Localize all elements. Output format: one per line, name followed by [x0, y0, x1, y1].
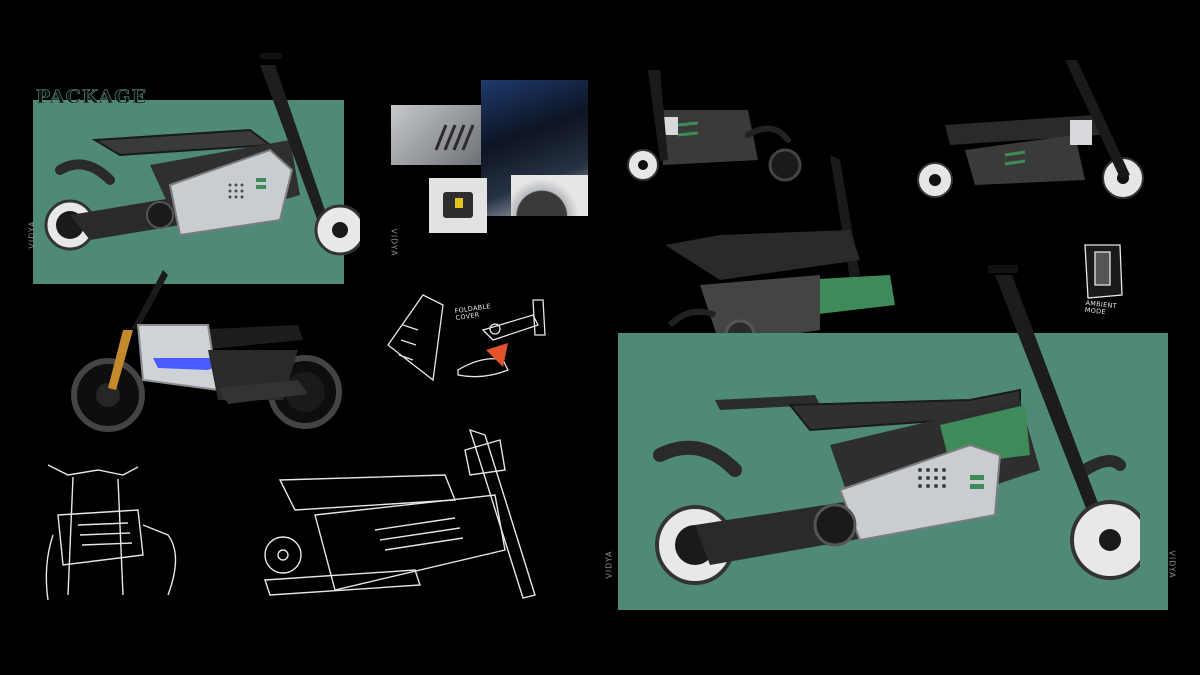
side-mark-right-2: VIDYA	[1167, 550, 1177, 579]
bike-render-top-right-b	[917, 60, 1144, 199]
sketch-bike-front-view	[45, 464, 177, 601]
bike-render-blue	[71, 270, 342, 432]
photo-vent-detail	[391, 105, 481, 165]
bike-sketch-package-left	[44, 53, 360, 256]
photo-collage	[391, 80, 588, 233]
side-mark-left-2: VIDYA	[389, 228, 399, 257]
sketch-bike-side-view	[264, 428, 536, 599]
vent-slots-icon	[434, 124, 475, 151]
sketch-ambient-mode	[1084, 244, 1123, 299]
photo-wheel-detail	[511, 175, 588, 216]
bike-render-green-accent	[665, 155, 895, 351]
battery-module-icon	[443, 192, 473, 218]
package-title: PACKAGE	[36, 86, 147, 109]
sketch-foldable-cover	[387, 294, 546, 382]
bike-sketch-package-right	[653, 265, 1140, 585]
bike-render-top-right-a	[627, 70, 802, 182]
side-mark-right: VIDYA	[604, 550, 614, 579]
